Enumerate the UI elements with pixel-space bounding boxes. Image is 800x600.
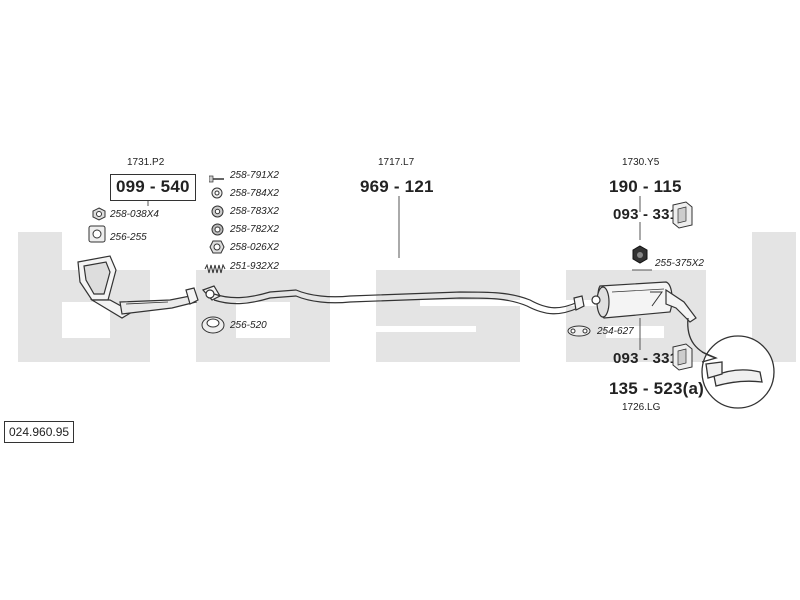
kit-code-2[interactable]: 258-784X2 bbox=[230, 188, 279, 199]
seal-ring-code[interactable]: 256-520 bbox=[230, 320, 267, 331]
rear-silencer-drawing bbox=[591, 281, 697, 323]
middle-pipe-part-number[interactable]: 969 - 121 bbox=[360, 177, 434, 196]
catalyst-drawing bbox=[77, 255, 199, 319]
catalyst-part-number[interactable]: 099 - 540 bbox=[110, 174, 196, 201]
rubber-mount-icon bbox=[670, 201, 696, 233]
spring-icon bbox=[204, 262, 226, 278]
kit-code-6[interactable]: 251-932X2 bbox=[230, 261, 279, 272]
rubber-mount-icon bbox=[670, 343, 696, 375]
middle-pipe-drawing bbox=[213, 289, 585, 315]
bolt-icon bbox=[208, 171, 225, 187]
nut-icon bbox=[211, 223, 224, 240]
gasket-mid-code[interactable]: 254-627 bbox=[597, 326, 634, 337]
lock-washer-icon bbox=[211, 205, 224, 222]
nut-icon bbox=[631, 245, 649, 271]
nut-icon bbox=[92, 207, 106, 225]
seal-ring-icon bbox=[200, 314, 226, 340]
mount-top-part-number[interactable]: 093 - 331 bbox=[613, 206, 679, 223]
flange-gasket-icon bbox=[88, 225, 106, 247]
mount-bottom-part-number[interactable]: 093 - 331 bbox=[613, 350, 679, 367]
tail-pipe-part-number[interactable]: 135 - 523(a) bbox=[609, 379, 705, 398]
hex-nut-icon bbox=[209, 240, 225, 258]
washer-icon bbox=[211, 187, 223, 203]
tailpipe-detail-drawing bbox=[687, 317, 775, 409]
clamp-nut-code[interactable]: 255-375X2 bbox=[655, 258, 704, 269]
kit-code-3[interactable]: 258-783X2 bbox=[230, 206, 279, 217]
leader-lines bbox=[147, 196, 652, 350]
kit-code-1[interactable]: 258-791X2 bbox=[230, 170, 279, 181]
tail-pipe-ref: 1726.LG bbox=[622, 402, 661, 413]
rear-silencer-part-number[interactable]: 190 - 115 bbox=[609, 177, 682, 196]
catalyst-ref: 1731.P2 bbox=[127, 157, 165, 168]
front-part-code-1[interactable]: 258-038X4 bbox=[110, 209, 159, 220]
front-part-code-2[interactable]: 256-255 bbox=[110, 232, 147, 243]
middle-pipe-ref: 1717.L7 bbox=[378, 157, 415, 168]
rear-silencer-ref: 1730.Y5 bbox=[622, 157, 660, 168]
diagram-reference-number: 024.960.95 bbox=[4, 421, 75, 443]
kit-code-5[interactable]: 258-026X2 bbox=[230, 242, 279, 253]
kit-code-4[interactable]: 258-782X2 bbox=[230, 224, 279, 235]
gasket-icon bbox=[566, 324, 592, 342]
